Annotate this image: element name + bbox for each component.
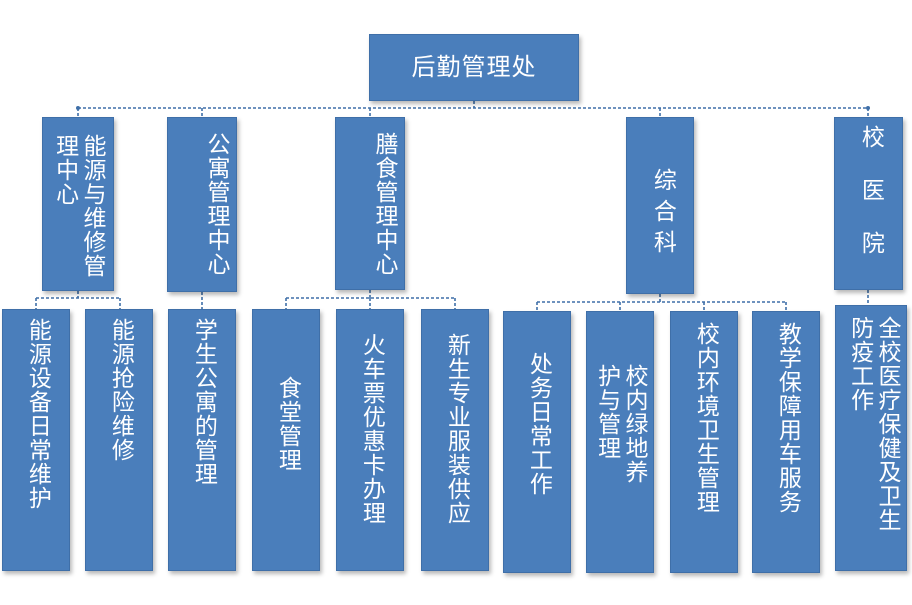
root-node: 后勤管理处 (369, 34, 579, 101)
dept-dining: 膳食管理中心 (335, 117, 405, 290)
dept-clinic-label: 校医院 (857, 125, 884, 284)
task-energy-emergency: 能源抢险维修 (85, 309, 153, 571)
task-label: 能源抢险维修 (107, 318, 134, 462)
task-vehicle-service: 教学保障用车服务 (752, 311, 820, 573)
task-apartment-management: 学生公寓的管理 (168, 309, 236, 571)
root-label: 后勤管理处 (411, 53, 537, 82)
task-label: 教学保障用车服务 (774, 322, 801, 514)
task-train-card: 火车票优惠卡办理 (336, 309, 404, 571)
dept-dining-label: 膳食管理中心 (371, 132, 397, 276)
dept-general: 综合科 (626, 117, 694, 294)
task-label: 火车票优惠卡办理 (358, 333, 385, 525)
task-energy-maintenance: 能源设备日常维护 (2, 309, 70, 571)
dept-energy: 能源与维修管理中心 (42, 117, 114, 291)
task-label: 处务日常工作 (525, 352, 552, 496)
task-label: 能源设备日常维护 (24, 318, 51, 510)
task-office-affairs: 处务日常工作 (503, 311, 571, 573)
task-label: 学生公寓的管理 (190, 318, 217, 486)
dept-apartment-label: 公寓管理中心 (203, 132, 229, 276)
task-uniform-supply: 新生专业服装供应 (421, 309, 489, 571)
task-green-maintenance: 校内绿地养护与管理 (586, 311, 654, 573)
task-label: 全校医疗保健及卫生防疫工作 (846, 316, 900, 532)
task-canteen: 食堂管理 (252, 309, 320, 571)
dept-general-label: 综合科 (649, 168, 676, 261)
task-label: 新生专业服装供应 (443, 333, 470, 525)
task-health-epidemic: 全校医疗保健及卫生防疫工作 (835, 305, 907, 571)
dept-energy-label: 能源与维修管理中心 (51, 134, 105, 278)
dept-clinic: 校医院 (834, 117, 903, 290)
task-label: 校内绿地养护与管理 (593, 364, 647, 484)
task-label: 食堂管理 (274, 376, 301, 472)
dept-apartment: 公寓管理中心 (167, 117, 237, 292)
task-label: 校内环境卫生管理 (692, 322, 719, 514)
task-sanitation: 校内环境卫生管理 (670, 311, 738, 573)
